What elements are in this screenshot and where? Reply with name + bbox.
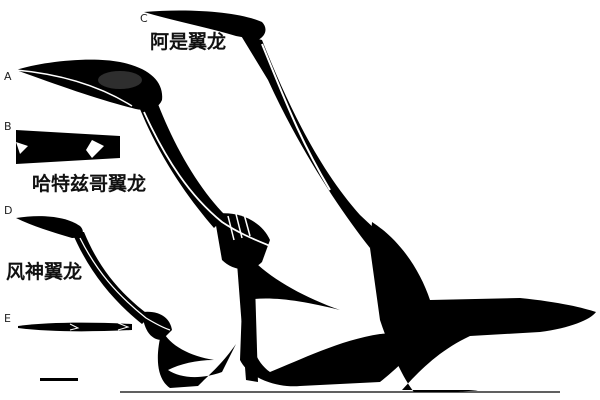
panel-letter-a: A [4,70,12,83]
arambourgiania-neck-bones [261,43,331,191]
panel-letter-c: C [140,12,148,25]
quetzalcoatlus-neck [72,232,150,324]
scale-bar [40,378,78,381]
label-hatzegopteryx: 哈特兹哥翼龙 [32,172,146,195]
limb-bone-detail [69,322,130,331]
hatzegopteryx-ribs [227,213,251,241]
panel-letter-b: B [4,120,12,133]
jaw-fragment-shape [16,130,120,164]
arambourgiania-silhouette [144,10,596,392]
label-quetzalcoatlus: 风神翼龙 [6,260,82,283]
hatzegopteryx-skull-outline [15,69,133,107]
label-arambourgiania: 阿是翼龙 [150,30,226,53]
panel-letter-e: E [4,312,11,325]
hatzegopteryx-silhouette [15,59,440,387]
hatzegopteryx-jaw-fragment [16,130,120,164]
hatzegopteryx-neck [138,104,226,228]
jaw-fragment-tip [16,142,28,154]
quetzalcoatlus-skull [16,216,83,238]
hatzegopteryx-skull-window [98,71,142,89]
quetzalcoatlus-silhouette [16,216,236,388]
arambourgiania-wing [440,301,596,319]
quetzalcoatlus-wing [157,330,236,388]
panel-letter-d: D [4,204,12,217]
hatzegopteryx-spine [143,111,271,247]
hatzegopteryx-body [214,213,270,270]
hatzegopteryx-wing [240,250,440,387]
quetzalcoatlus-body [142,311,172,340]
jaw-fragment-bone [86,140,104,158]
isolated-limb-bone [18,322,132,332]
arambourgiania-head [144,10,266,40]
arambourgiania-neck [240,34,376,248]
quetzalcoatlus-spine [79,237,171,331]
hatzegopteryx-hindlimb [236,250,258,382]
